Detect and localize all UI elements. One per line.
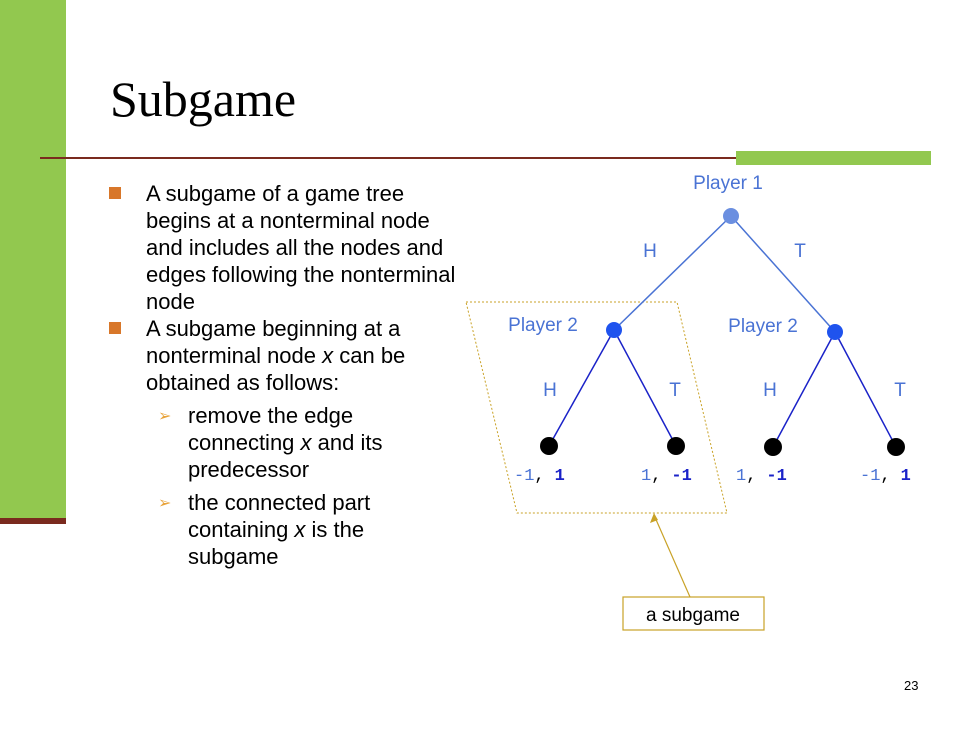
callout-arrowhead-icon (650, 513, 658, 523)
terminal-node (540, 437, 558, 455)
edge-label-left-t: T (669, 380, 681, 401)
terminal-node (887, 438, 905, 456)
root-node (723, 208, 739, 224)
page-number: 23 (904, 678, 919, 693)
bullet-text-2-pre: A subgame beginning at a nonterminal nod… (146, 316, 401, 368)
edge-right-h (772, 331, 836, 448)
square-bullet-icon (109, 187, 121, 199)
sub-bullet-item: ➢ remove the edge connecting x and its p… (108, 402, 458, 483)
sub-bullet-text-2-x: x (294, 517, 306, 542)
edge-label-right-h: H (763, 380, 777, 401)
payoff-separator: , (534, 467, 544, 486)
sub-bullet-item: ➢ the connected part containing x is the… (108, 489, 458, 570)
edge-left-t (613, 329, 677, 447)
sub-bullet-text-2-pre: the connected part containing (188, 490, 371, 542)
payoff-player2: 1 (555, 467, 565, 486)
payoff-separator: , (746, 467, 756, 486)
bullet-text-2-x: x (322, 343, 334, 368)
square-bullet-icon (109, 322, 121, 334)
payoff-player1: -1 (514, 467, 534, 486)
left-accent-bar (0, 0, 66, 522)
edge-label-root-h: H (643, 241, 657, 262)
bullet-text-2-post: can be obtained as follows: (146, 343, 406, 395)
sub-bullet-text-2-post: is the subgame (188, 517, 365, 569)
sub-bullet-text-1-post: and its predecessor (188, 430, 383, 482)
payoff-leaf-2: 1, -1 (641, 467, 692, 486)
payoff-player1: -1 (860, 467, 880, 486)
sub-bullet-text-1-x: x (300, 430, 312, 455)
terminal-node (764, 438, 782, 456)
right-player-label: Player 2 (728, 316, 798, 337)
arrow-bullet-icon: ➢ (158, 495, 172, 512)
payoff-player2: 1 (901, 467, 911, 486)
payoff-player1: 1 (641, 467, 651, 486)
bullet-item: A subgame of a game tree begins at a non… (108, 180, 458, 315)
bullet-text-1: A subgame of a game tree begins at a non… (146, 181, 456, 314)
subgame-boundary (465, 301, 728, 514)
sub-bullet-text-1-pre: remove the edge connecting (188, 403, 354, 455)
bullet-item: A subgame beginning at a nonterminal nod… (108, 315, 458, 396)
edge-label-left-h: H (543, 380, 557, 401)
payoff-player2: -1 (671, 467, 691, 486)
player2-left-node (606, 322, 622, 338)
slide-title: Subgame (110, 71, 297, 127)
callout-label: a subgame (646, 605, 740, 626)
title-rule (40, 157, 931, 159)
terminal-node (667, 437, 685, 455)
callout-box (622, 596, 765, 631)
payoff-player2: -1 (766, 467, 786, 486)
payoff-leaf-1: -1, 1 (514, 467, 565, 486)
title-accent-bar (736, 151, 931, 165)
player2-right-node (827, 324, 843, 340)
edge-label-root-t: T (794, 241, 806, 262)
payoff-separator: , (651, 467, 661, 486)
edge-root-left (613, 215, 732, 331)
payoff-leaf-4: -1, 1 (860, 467, 911, 486)
edge-label-right-t: T (894, 380, 906, 401)
payoff-leaf-3: 1, -1 (736, 467, 787, 486)
payoff-separator: , (880, 467, 890, 486)
bullet-list: A subgame of a game tree begins at a non… (108, 180, 458, 570)
left-bar-rule (0, 518, 66, 524)
payoff-player1: 1 (736, 467, 746, 486)
root-player-label: Player 1 (693, 173, 763, 194)
callout-pointer (653, 514, 691, 598)
arrow-bullet-icon: ➢ (158, 408, 172, 425)
left-player-label: Player 2 (508, 315, 578, 336)
edge-right-t (834, 331, 897, 448)
edge-root-right (730, 215, 836, 333)
edge-left-h (548, 329, 615, 447)
